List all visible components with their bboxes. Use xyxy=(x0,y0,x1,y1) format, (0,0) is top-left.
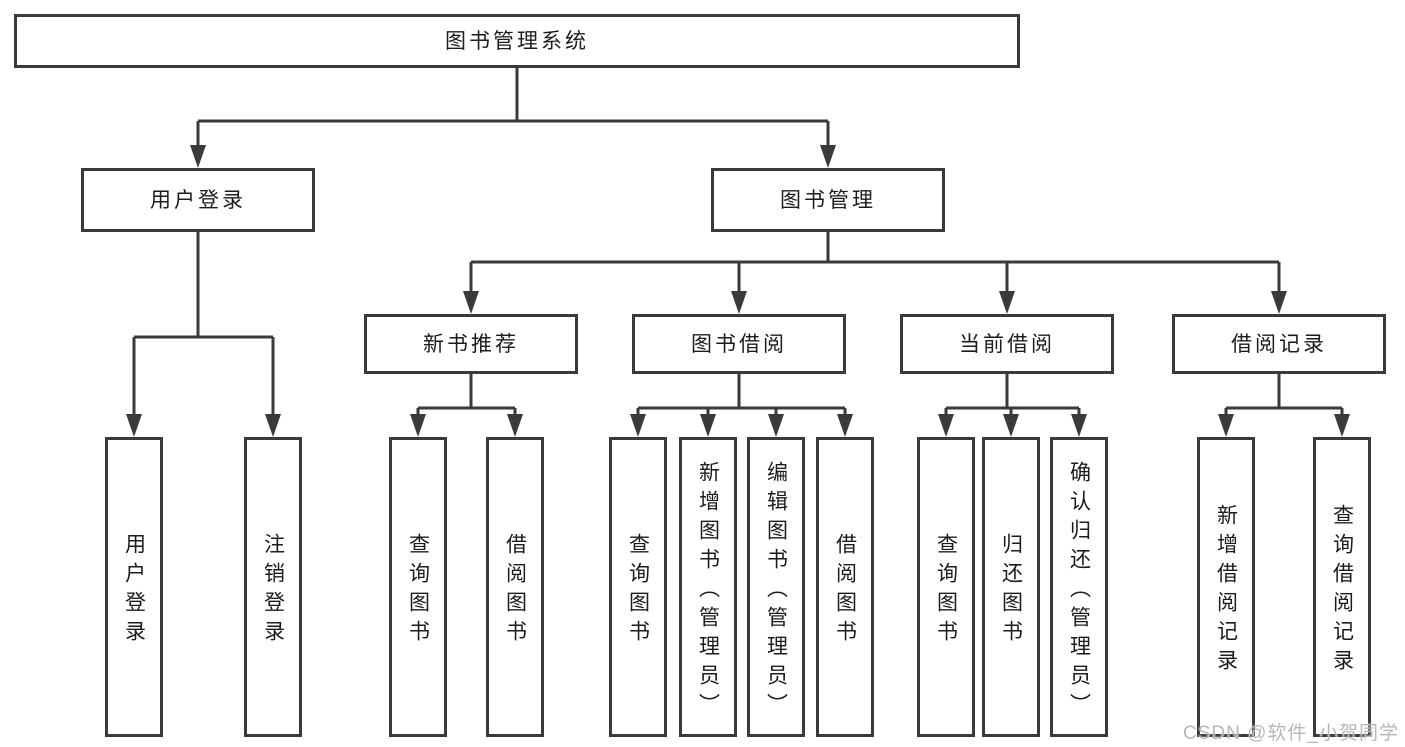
node-book-borrow: 图书借阅 xyxy=(632,314,846,374)
leaf-user-login: 用户登录 xyxy=(105,437,163,737)
node-label: 图书管理 xyxy=(780,188,876,212)
leaf-label: 注销登录 xyxy=(261,533,285,649)
leaf-add-borrow-record: 新增借阅记录 xyxy=(1197,437,1255,737)
node-borrow-record: 借阅记录 xyxy=(1172,314,1386,374)
node-label: 图书管理系统 xyxy=(445,29,589,53)
leaf-query-books-3: 查询图书 xyxy=(917,437,975,737)
leaf-label: 查询图书 xyxy=(934,533,958,649)
node-user-login-branch: 用户登录 xyxy=(81,168,315,232)
csdn-watermark: CSDN @软件_小贺同学 xyxy=(1183,723,1399,744)
leaf-edit-books-admin: 编辑图书（管理员） xyxy=(747,437,805,737)
leaf-query-borrow-record: 查询借阅记录 xyxy=(1313,437,1371,737)
leaf-label: 借阅图书 xyxy=(503,533,527,649)
leaf-label: 新增图书（管理员） xyxy=(696,460,720,722)
node-current-borrow: 当前借阅 xyxy=(900,314,1114,374)
leaf-borrow-books-1: 借阅图书 xyxy=(486,437,544,737)
leaf-borrow-books-2: 借阅图书 xyxy=(816,437,874,737)
leaf-label: 确认归还（管理员） xyxy=(1067,460,1091,722)
node-label: 图书借阅 xyxy=(691,332,787,356)
leaf-label: 编辑图书（管理员） xyxy=(764,460,788,722)
node-label: 用户登录 xyxy=(150,188,246,212)
leaf-add-books-admin: 新增图书（管理员） xyxy=(679,437,737,737)
leaf-query-books-2: 查询图书 xyxy=(609,437,667,737)
node-root-system: 图书管理系统 xyxy=(14,14,1020,68)
leaf-label: 查询图书 xyxy=(626,533,650,649)
leaf-label: 归还图书 xyxy=(999,533,1023,649)
leaf-logout: 注销登录 xyxy=(244,437,302,737)
leaf-label: 用户登录 xyxy=(122,533,146,649)
node-label: 当前借阅 xyxy=(959,332,1055,356)
leaf-confirm-return-admin: 确认归还（管理员） xyxy=(1050,437,1108,737)
node-label: 借阅记录 xyxy=(1231,332,1327,356)
leaf-label: 查询图书 xyxy=(406,533,430,649)
node-new-book-recommend: 新书推荐 xyxy=(364,314,578,374)
leaf-label: 查询借阅记录 xyxy=(1330,504,1354,678)
node-book-management: 图书管理 xyxy=(711,168,945,232)
leaf-label: 新增借阅记录 xyxy=(1214,504,1238,678)
leaf-return-books: 归还图书 xyxy=(982,437,1040,737)
leaf-query-books-1: 查询图书 xyxy=(389,437,447,737)
node-label: 新书推荐 xyxy=(423,332,519,356)
leaf-label: 借阅图书 xyxy=(833,533,857,649)
